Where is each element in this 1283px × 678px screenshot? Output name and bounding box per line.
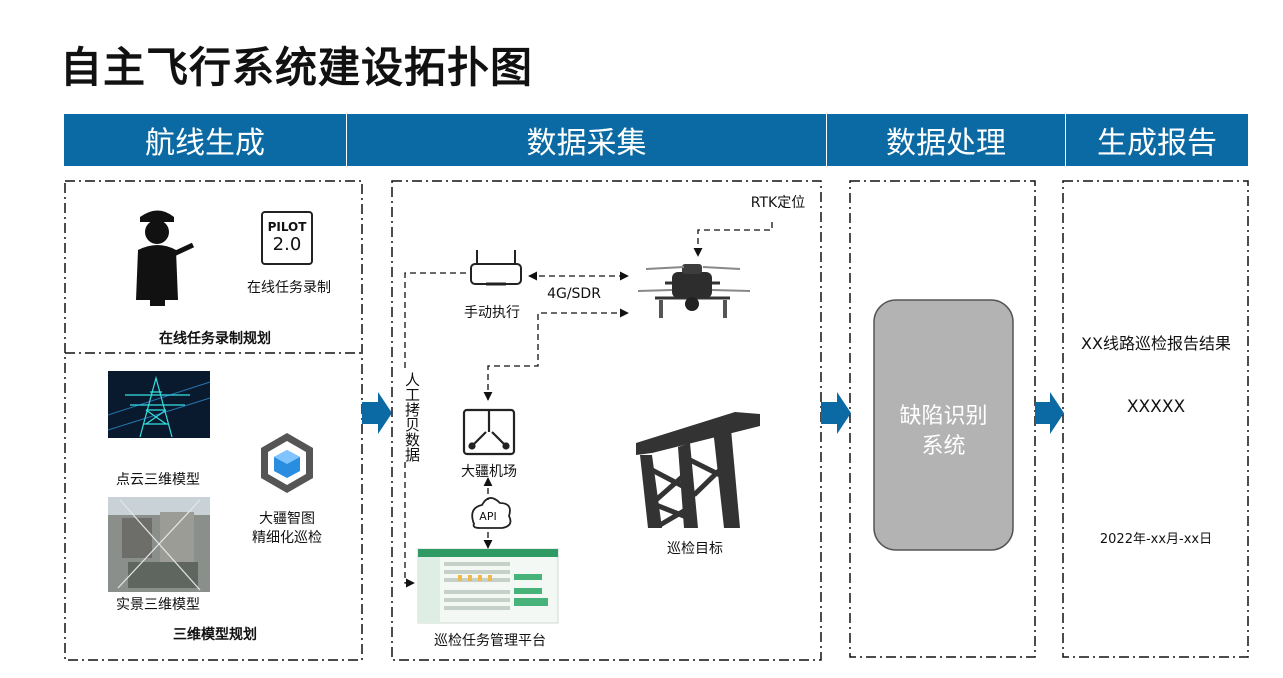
model-plan-label: 三维模型规划	[173, 627, 257, 643]
dji-dock-icon	[462, 408, 516, 456]
realscene-label: 实景三维模型	[116, 597, 200, 613]
dock-drone-line	[483, 308, 629, 401]
drone-icon	[637, 264, 751, 318]
transmission-tower-icon	[636, 412, 760, 528]
platform-screenshot	[417, 548, 559, 624]
page-title: 自主飞行系统建设拓扑图	[60, 43, 534, 92]
header-process: 数据处理	[827, 114, 1065, 166]
dock-label: 大疆机场	[461, 464, 517, 480]
header-collect: 数据采集	[347, 114, 826, 166]
header-report: 生成报告	[1066, 114, 1248, 166]
api-cloud-icon	[471, 497, 512, 529]
defect-system-label-1: 缺陷识别	[899, 404, 988, 429]
terra-label-2: 精细化巡检	[252, 530, 322, 546]
pilot-label-bottom: 2.0	[272, 234, 302, 255]
terra-label-1: 大疆智图	[259, 511, 315, 527]
target-label: 巡检目标	[667, 541, 723, 557]
pilot-label-top: PILOT	[267, 220, 307, 234]
pointcloud-label: 点云三维模型	[116, 472, 200, 488]
panel-route	[64, 180, 363, 661]
platform-label: 巡检任务管理平台	[434, 633, 546, 649]
rtk-label: RTK定位	[750, 195, 806, 211]
worker-icon	[136, 210, 195, 306]
pointcloud-image	[107, 371, 211, 438]
panel-report	[1062, 180, 1249, 658]
flow-arrow-1	[362, 392, 392, 434]
header-route: 航线生成	[64, 114, 346, 166]
remote-controller-icon	[470, 250, 522, 286]
flow-arrow-2	[821, 392, 851, 434]
rtk-line	[693, 222, 773, 257]
report-title: XX线路巡检报告结果	[1081, 334, 1231, 353]
api-label: API	[479, 510, 497, 523]
defect-system-label-2: 系统	[921, 434, 966, 459]
report-date: 2022年-xx月-xx日	[1099, 532, 1213, 547]
flow-arrow-3	[1035, 392, 1064, 434]
report-content: XXXXX	[1126, 397, 1186, 417]
online-record-label: 在线任务录制	[247, 280, 331, 296]
online-plan-label: 在线任务录制规划	[159, 331, 271, 347]
defect-system-box	[873, 299, 1014, 551]
realscene-image	[108, 497, 210, 592]
manual-label: 手动执行	[464, 305, 520, 321]
manual-copy-label: 人工拷贝数据	[402, 372, 421, 462]
dji-terra-icon	[261, 433, 313, 493]
pilot-icon	[261, 211, 313, 265]
link-label: 4G/SDR	[547, 286, 601, 302]
